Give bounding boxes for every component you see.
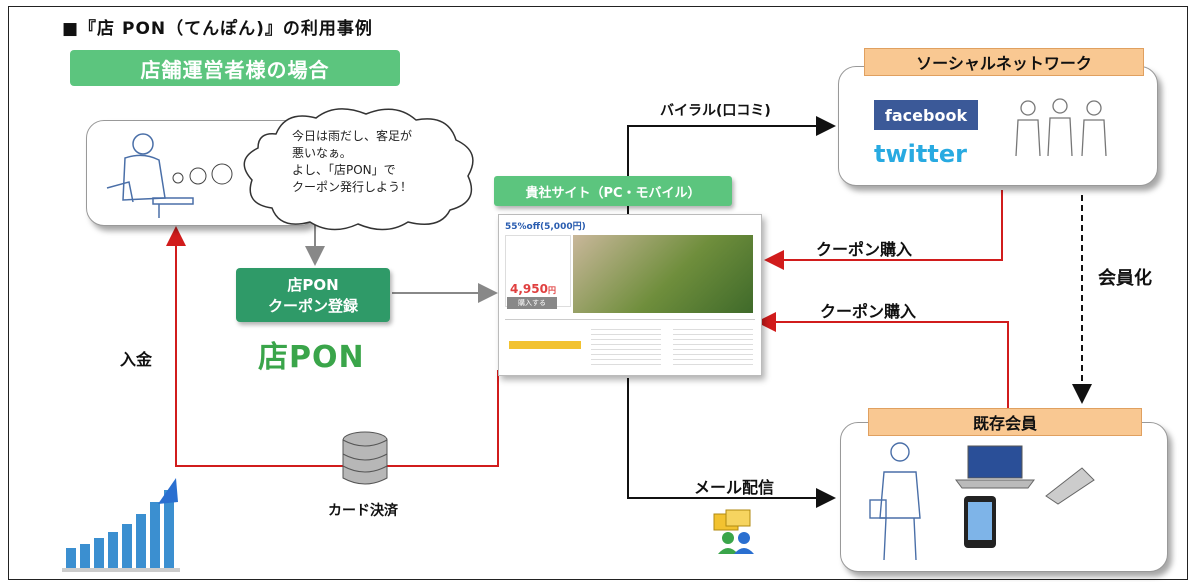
register-line-1: 店PON bbox=[287, 276, 339, 294]
card-payment-label: カード決済 bbox=[328, 503, 398, 519]
laptop-icon bbox=[955, 445, 1035, 489]
site-mockup: 55%off(5,000円) 4,950円 購入する bbox=[498, 214, 762, 376]
page-title: ■『店 PON（てんぽん)』の利用事例 bbox=[62, 19, 373, 39]
mock-buy-button[interactable]: 購入する bbox=[507, 297, 557, 309]
deposit-label: 入金 bbox=[120, 350, 153, 369]
facebook-logo: facebook bbox=[874, 100, 978, 130]
membership-label: 会員化 bbox=[1098, 268, 1152, 289]
coupon-purchase-label-1: クーポン購入 bbox=[816, 240, 913, 259]
mock-text-col-1 bbox=[591, 325, 661, 369]
mobile-phone-icon bbox=[1045, 467, 1095, 505]
cloud-line-3: よし、「店PON」で bbox=[292, 163, 396, 177]
twitter-logo: twitter bbox=[874, 140, 967, 168]
mock-bar bbox=[509, 341, 581, 349]
arrow-payment bbox=[166, 226, 499, 467]
tenpon-logo: 店PON bbox=[258, 340, 365, 375]
arrow-member-purchase bbox=[756, 312, 1009, 412]
arrow-mail bbox=[627, 378, 836, 508]
viral-label: バイラル(口コミ) bbox=[660, 103, 771, 119]
mock-text-col-2 bbox=[673, 325, 753, 369]
operator-figure-icon bbox=[106, 133, 194, 218]
sns-label: ソーシャルネットワーク bbox=[864, 48, 1144, 76]
mock-headline: 55%off(5,000円) bbox=[505, 222, 586, 232]
mock-product-photo bbox=[573, 235, 753, 313]
people-group-icon bbox=[1015, 98, 1107, 157]
thought-bubbles-icon bbox=[172, 163, 233, 185]
arrow-sns-purchase bbox=[764, 190, 1003, 270]
cloud-line-2: 悪いなぁ。 bbox=[292, 146, 352, 160]
cloud-line-4: クーポン発行しよう！ bbox=[292, 180, 413, 194]
mail-users-icon bbox=[713, 509, 754, 554]
cloud-line-1: 今日は雨だし、客足が bbox=[292, 129, 413, 143]
mock-price-unit: 円 bbox=[547, 286, 556, 295]
coupon-register-box: 店PON クーポン登録 bbox=[236, 268, 390, 322]
diagram-frame bbox=[8, 6, 1188, 580]
mail-label: メール配信 bbox=[694, 478, 775, 497]
register-line-2: クーポン登録 bbox=[267, 297, 358, 315]
cloud-text: 今日は雨だし、客足が 悪いなぁ。 よし、「店PON」で クーポン発行しよう！ bbox=[292, 128, 472, 196]
growth-chart-icon bbox=[62, 478, 180, 572]
coupon-purchase-label-2: クーポン購入 bbox=[820, 302, 917, 321]
database-server-icon bbox=[342, 431, 388, 485]
operator-banner: 店舗運営者様の場合 bbox=[70, 50, 400, 86]
site-label: 貴社サイト（PC・モバイル） bbox=[494, 176, 732, 206]
businessman-icon bbox=[869, 442, 921, 561]
members-label: 既存会員 bbox=[868, 408, 1142, 436]
speech-cloud bbox=[243, 108, 474, 231]
mock-price: 4,950 bbox=[510, 282, 548, 296]
mock-divider bbox=[505, 319, 755, 320]
smartphone-icon bbox=[964, 496, 996, 548]
